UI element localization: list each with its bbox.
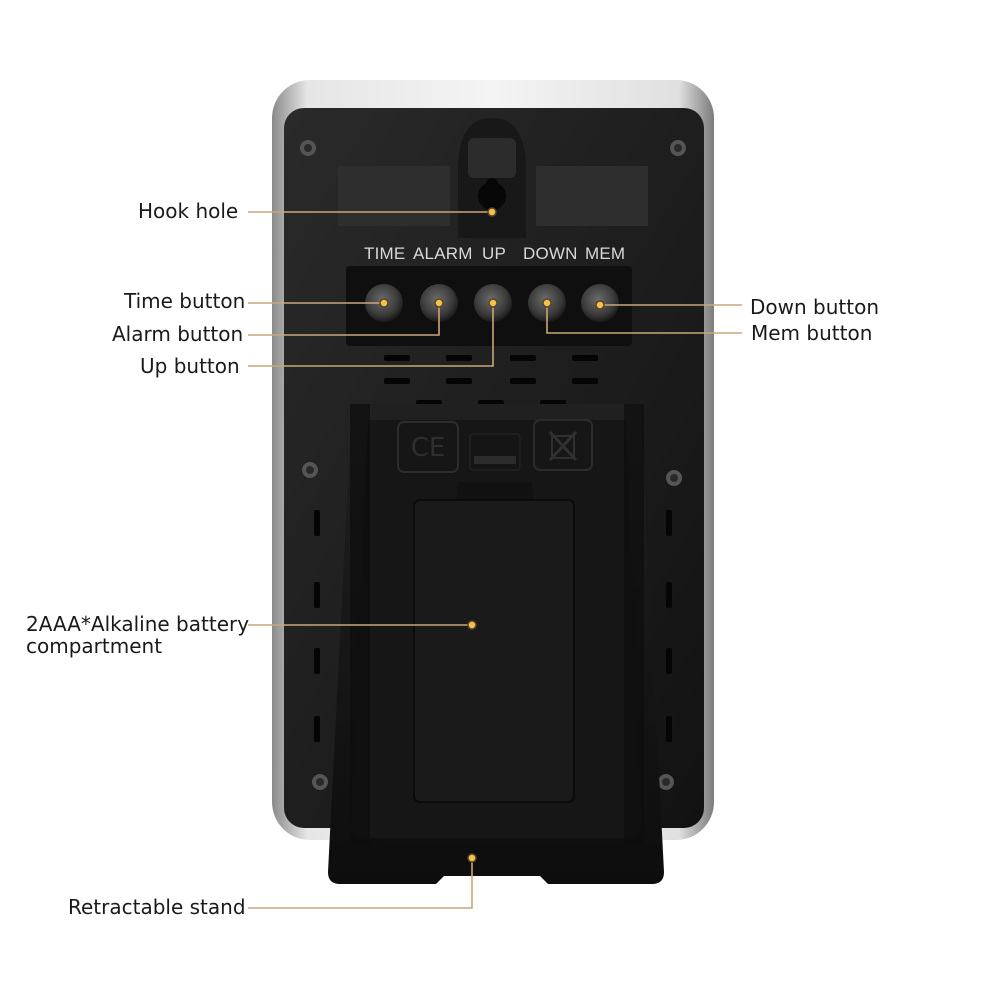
button-label-down: DOWN (523, 244, 578, 263)
callout-up-button: Up button (140, 354, 240, 378)
callout-retractable-stand: Retractable stand (68, 895, 246, 919)
callout-dots (379, 207, 605, 863)
button-label-mem: MEM (585, 244, 626, 263)
callout-hook-hole: Hook hole (138, 199, 239, 223)
svg-text:CE: CE (411, 433, 446, 463)
screw-icon (300, 140, 686, 790)
top-recesses (338, 166, 648, 226)
battery-compartment (413, 499, 575, 803)
button-label-time: TIME (364, 244, 406, 263)
callout-time-button: Time button (124, 289, 246, 313)
callout-mem-button: Mem button (751, 321, 873, 345)
callout-battery-line1: 2AAA*Alkaline battery (26, 612, 250, 636)
button-label-alarm: ALARM (413, 244, 473, 263)
callout-down-button: Down button (750, 295, 879, 319)
callout-battery-line2: compartment (26, 634, 163, 658)
callout-alarm-button: Alarm button (112, 322, 244, 346)
recycle-bin-icon (533, 419, 593, 471)
side-grooves (314, 510, 672, 742)
callout-lines (248, 211, 742, 909)
ce-mark-icon: CE (397, 421, 459, 473)
button-label-up: UP (482, 244, 507, 263)
latch (456, 433, 534, 500)
hook-hole-icon (458, 118, 526, 238)
